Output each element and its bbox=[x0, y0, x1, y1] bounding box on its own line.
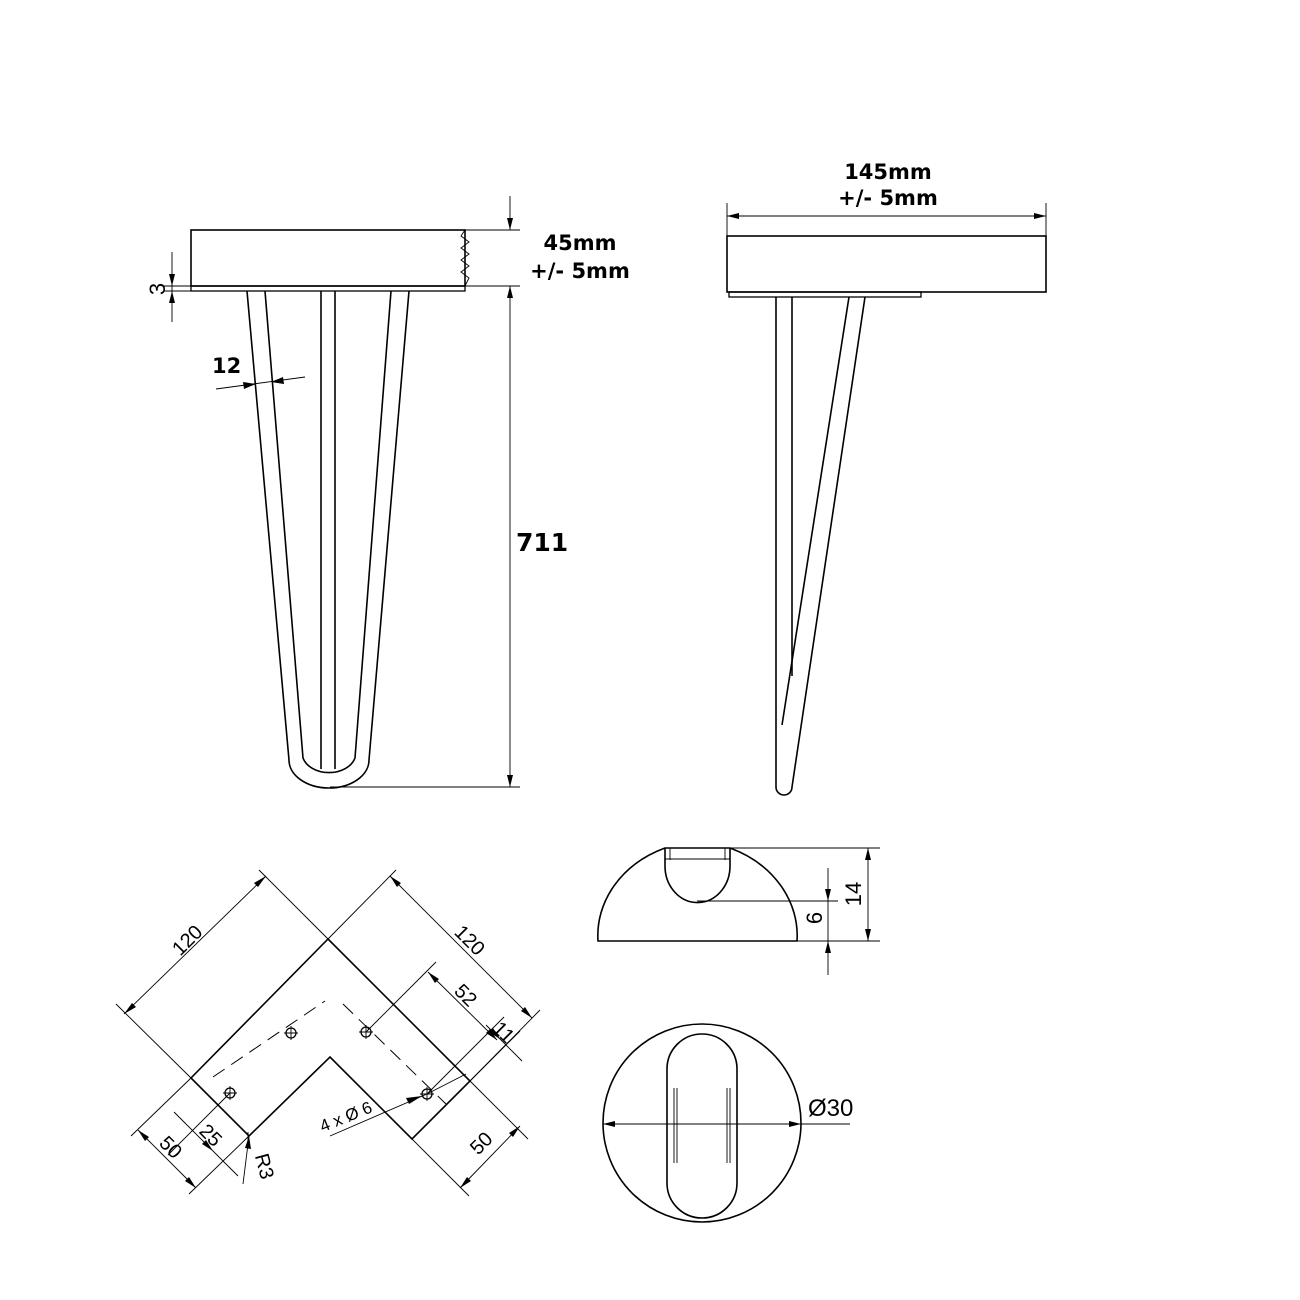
foot-disc-outline bbox=[602, 1023, 802, 1223]
mounting-holes bbox=[223, 1025, 434, 1101]
holes-leader: 4 x Ø 6 bbox=[317, 1073, 467, 1137]
foot-diameter-dimension: Ø30 bbox=[603, 1095, 853, 1127]
hairpin-rods-front bbox=[243, 290, 412, 789]
foot-top-view: Ø30 bbox=[602, 1023, 853, 1223]
corner-radius-callout: R3 bbox=[242, 1135, 278, 1185]
hole-offset-label: 52 bbox=[450, 980, 481, 1011]
right-arm-label: 120 bbox=[450, 921, 489, 960]
edge-offset-label: 11 bbox=[488, 1018, 518, 1048]
top-height-dimension: 45mm +/- 5mm bbox=[465, 196, 630, 287]
foot-diameter-label: Ø30 bbox=[808, 1095, 853, 1122]
side-view: 145mm +/- 5mm bbox=[726, 160, 1047, 796]
foot-total-dimension: 14 bbox=[730, 847, 880, 942]
foot-section-outline bbox=[597, 847, 798, 942]
holes-label: 4 x Ø 6 bbox=[317, 1098, 375, 1136]
left-width-dimension: 50 bbox=[130, 1077, 250, 1195]
foot-depth-dimension: 6 bbox=[697, 868, 838, 975]
foot-section-view: 14 6 bbox=[597, 847, 880, 975]
foot-slot-outline bbox=[666, 1033, 738, 1219]
foot-section-recess bbox=[664, 848, 731, 904]
left-arm-label: 120 bbox=[168, 921, 207, 960]
inner-offset-dimension: 25 bbox=[167, 1092, 239, 1177]
side-width-label-line1: 145mm bbox=[844, 160, 932, 184]
inner-offset-label: 25 bbox=[195, 1120, 226, 1151]
hairpin-rods-side bbox=[770, 296, 870, 796]
rod-diameter-dimension: 12 bbox=[212, 354, 306, 390]
mounting-plate-view: 120 120 52 11 bbox=[115, 869, 541, 1197]
side-width-label-line2: +/- 5mm bbox=[838, 186, 938, 210]
mounting-plate-side bbox=[728, 291, 922, 298]
v-plate-outline bbox=[189, 937, 472, 1141]
top-height-label-line1: 45mm bbox=[544, 231, 617, 255]
break-line bbox=[460, 229, 470, 287]
tabletop-side bbox=[726, 235, 1047, 293]
top-height-label-line2: +/- 5mm bbox=[530, 259, 630, 283]
rod-diameter-label: 12 bbox=[212, 354, 241, 378]
foot-total-label: 14 bbox=[841, 882, 866, 906]
front-view: 3 45mm +/- 5mm 12 711 bbox=[145, 196, 630, 789]
plate-thickness-label: 3 bbox=[145, 283, 170, 295]
tabletop-front bbox=[190, 229, 466, 287]
side-width-dimension: 145mm +/- 5mm bbox=[726, 160, 1047, 236]
left-width-label: 50 bbox=[155, 1132, 186, 1163]
plate-thickness-dimension: 3 bbox=[145, 252, 191, 322]
leg-length-label: 711 bbox=[516, 528, 568, 557]
hole-offset-dimension: 52 bbox=[365, 961, 505, 1095]
corner-radius-label: R3 bbox=[250, 1151, 278, 1181]
right-arm-dimension: 120 bbox=[327, 869, 541, 1082]
foot-depth-label: 6 bbox=[802, 912, 827, 924]
leg-length-dimension: 711 bbox=[330, 286, 568, 788]
edge-offset-dimension: 11 bbox=[469, 1018, 523, 1082]
